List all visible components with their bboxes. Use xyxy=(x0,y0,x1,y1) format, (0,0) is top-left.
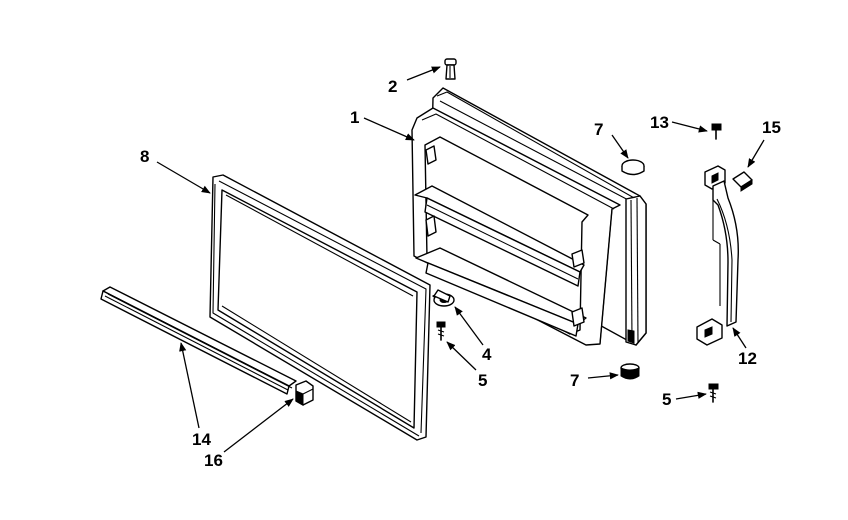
leader-lines xyxy=(156,66,765,453)
leader-line-4 xyxy=(454,306,484,346)
leader-line-12 xyxy=(732,327,747,349)
callout-16: 16 xyxy=(204,451,223,470)
callout-13: 13 xyxy=(650,113,669,132)
leader-line-13 xyxy=(671,121,708,133)
callout-2: 2 xyxy=(388,77,397,96)
callout-4: 4 xyxy=(482,345,492,364)
callout-8: 8 xyxy=(140,147,149,166)
end-cap-icon xyxy=(295,380,314,406)
callout-15: 15 xyxy=(762,118,781,137)
handle-icon xyxy=(696,165,739,346)
screw-icon xyxy=(711,123,722,140)
callout-5-right: 5 xyxy=(662,390,671,409)
callout-12: 12 xyxy=(738,349,757,368)
callout-7-bottom: 7 xyxy=(570,371,579,390)
leader-line-8 xyxy=(156,161,211,194)
callout-5-left: 5 xyxy=(478,371,487,390)
leader-line-5-right xyxy=(675,391,707,400)
leader-line-16 xyxy=(223,398,294,453)
leader-line-15 xyxy=(747,139,765,168)
cap-icon xyxy=(621,159,645,176)
screw-icon xyxy=(708,383,719,403)
leader-line-1 xyxy=(363,117,415,141)
screw-icon xyxy=(436,321,446,341)
callout-14: 14 xyxy=(192,430,211,449)
leader-line-7-bottom xyxy=(587,372,619,380)
callout-7-top: 7 xyxy=(594,120,603,139)
trim-strip-icon xyxy=(100,286,297,395)
door-panel-icon xyxy=(411,87,647,346)
leader-line-14 xyxy=(179,342,200,429)
hinge-pin-bracket-icon xyxy=(433,289,455,307)
callout-labels: 1 2 4 5 7 7 8 12 13 15 5 14 16 xyxy=(140,77,781,470)
gasket-icon xyxy=(209,174,431,441)
leader-line-7-top xyxy=(611,134,629,159)
cap-icon xyxy=(620,363,640,380)
leader-line-2 xyxy=(406,66,441,81)
plug-icon xyxy=(732,171,753,192)
callout-1: 1 xyxy=(350,108,359,127)
door-stop-icon xyxy=(444,58,457,80)
leader-line-5-left xyxy=(446,341,477,371)
